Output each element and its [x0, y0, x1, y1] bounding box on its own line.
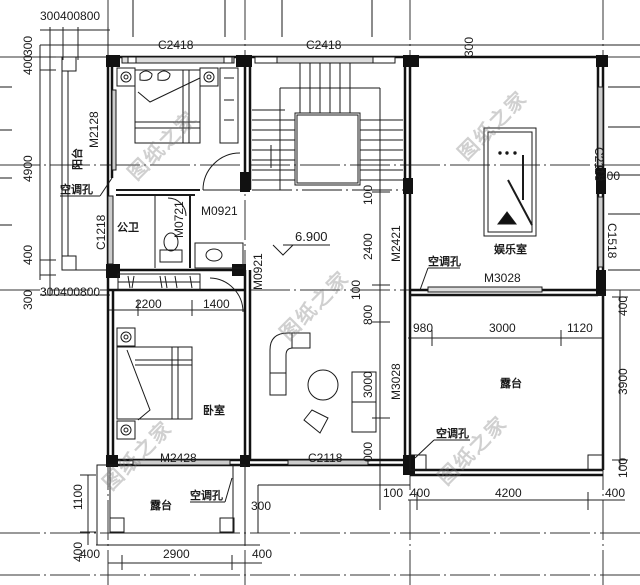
ac-hole-label-1: 空调孔 [60, 183, 93, 196]
dim-stair-800: 800 [361, 304, 375, 325]
dim-left-300-top: 300 [21, 35, 35, 56]
staircase [252, 63, 403, 191]
dim-terrace-3000: 3000 [489, 321, 516, 335]
room-label-balcony: 阳台 [71, 148, 84, 170]
door-label-m3028-entertainment: M3028 [484, 271, 521, 285]
dim-bottom-400a: 400 [80, 547, 101, 561]
terrace-right-outline [409, 294, 604, 471]
dim-right-300: 300 [600, 169, 621, 183]
dim-left-300-lower: 300 [21, 289, 35, 310]
dim-bedroom-2200: 2200 [135, 297, 162, 311]
dim-top-right-300: 300 [462, 36, 476, 57]
window-label-c2118-bottom: C2118 [308, 451, 343, 465]
dim-terrace-980: 980 [413, 321, 434, 335]
ac-hole-label-4: 空调孔 [190, 489, 223, 502]
door-label-m0721: M0721 [172, 201, 186, 238]
dim-bottom-400c: 400 [410, 486, 431, 500]
room-label-terrace-bottom: 露台 [150, 499, 172, 512]
dim-bottom-2900: 2900 [163, 547, 190, 561]
room-label-bathroom: 公卫 [117, 221, 139, 234]
dim-bottom-left-1100: 1100 [71, 484, 85, 510]
door-label-m0921-upper: M0921 [201, 204, 238, 218]
ac-hole-label-3: 空调孔 [436, 427, 469, 440]
dim-living-3000: 3000 [361, 371, 375, 398]
dim-bottom-400d: 400 [605, 486, 626, 500]
wardrobe-lower [117, 273, 201, 291]
door-label-m2428: M2428 [160, 451, 197, 465]
room-label-bedroom: 卧室 [203, 404, 225, 417]
dim-bottom-300: 300 [251, 499, 272, 513]
room-label-entertainment: 娱乐室 [494, 243, 527, 256]
bathroom [154, 195, 244, 269]
dim-bottom-4200: 4200 [495, 486, 522, 500]
dim-left-4900: 4900 [21, 155, 35, 182]
sofa-set [269, 332, 377, 434]
dim-right-400a: 400 [616, 295, 630, 316]
dim-bottom-100: 100 [383, 486, 404, 500]
window-label-c1218: C1218 [94, 214, 108, 250]
dim-left-400-top: 400 [21, 54, 35, 75]
left-ticks [0, 0, 640, 271]
door-label-m3028-living: M3028 [389, 363, 403, 400]
elevation-marker [272, 244, 330, 256]
wardrobe-upper [219, 67, 239, 144]
door-label-m0921-living: M0921 [251, 253, 265, 290]
dim-right-3900: 3900 [616, 368, 630, 395]
bed-upper [116, 67, 219, 144]
ac-hole-label-2: 空调孔 [428, 255, 461, 268]
window-label-c2418-mid: C2418 [306, 38, 342, 52]
dim-left-400-lower: 400 [21, 244, 35, 265]
dimension-chain-top-left: 300400800 [40, 9, 101, 23]
window-label-c1518: C1518 [605, 223, 619, 259]
dim-terrace-1120: 1120 [567, 321, 593, 335]
room-label-terrace-right: 露台 [500, 377, 522, 390]
dim-stair-2400: 2400 [361, 233, 375, 260]
door-label-m2128: M2128 [87, 111, 101, 148]
pool-table [483, 127, 537, 237]
dim-living-000: 000 [361, 441, 375, 462]
dim-bedroom-1400: 1400 [203, 297, 230, 311]
dim-right-100: 100 [616, 457, 630, 478]
window-c2418-left [121, 56, 235, 64]
dimension-chain-mid-left: 300400800 [40, 285, 101, 299]
window-label-c2418-left: C2418 [158, 38, 194, 52]
dim-bottom-400b: 400 [252, 547, 273, 561]
door-label-m2421: M2421 [389, 225, 403, 262]
dim-stair-100a: 100 [361, 184, 375, 205]
bed-lower [116, 327, 193, 440]
elevation-label: 6.900 [295, 229, 328, 244]
